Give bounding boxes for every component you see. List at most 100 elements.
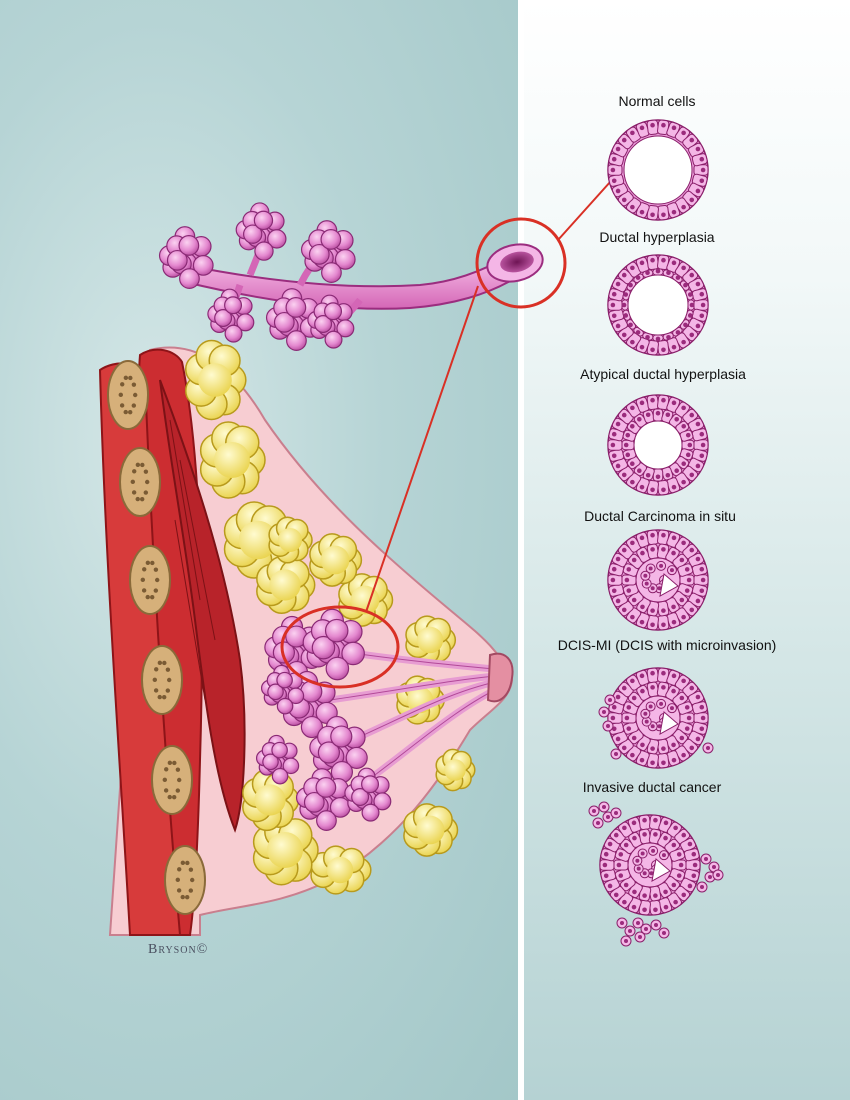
- cell: [642, 409, 655, 424]
- lobule: [235, 202, 287, 261]
- artist-credit: Bryson©: [148, 942, 209, 957]
- lobule: [295, 768, 351, 831]
- cell: [624, 925, 636, 937]
- cell: [637, 848, 648, 859]
- cell: [657, 394, 670, 411]
- stage-label-atypical: Atypical ductal hyperplasia: [580, 366, 746, 382]
- stage-label-hyperplasia: Ductal hyperplasia: [599, 229, 715, 245]
- cell: [646, 479, 659, 496]
- cell: [646, 119, 659, 136]
- cell: [656, 698, 667, 709]
- cell: [666, 477, 681, 494]
- cell: [627, 816, 642, 833]
- cell: [638, 828, 652, 845]
- cell: [708, 861, 720, 873]
- rib-bone: [151, 745, 193, 815]
- lobule: [260, 664, 305, 715]
- cell: [687, 299, 695, 311]
- stage-diagram-dcis: [607, 529, 709, 631]
- cell: [622, 289, 631, 301]
- cell: [632, 917, 644, 929]
- cell: [712, 869, 724, 881]
- cell: [611, 457, 628, 473]
- cell: [652, 334, 664, 342]
- cell: [657, 752, 670, 769]
- fat-lobe: [184, 339, 247, 421]
- cell: [599, 859, 615, 871]
- stage-label-invasive: Invasive ductal cancer: [582, 779, 722, 795]
- rib-bone: [129, 545, 171, 615]
- duct-lobules: [158, 202, 356, 351]
- cell: [592, 817, 604, 829]
- cell: [646, 600, 660, 617]
- cell: [650, 919, 662, 931]
- cell: [620, 935, 632, 947]
- fat-lobe: [252, 814, 319, 886]
- rib-bone: [107, 360, 149, 430]
- cell: [657, 204, 670, 221]
- fat-lobe: [256, 556, 316, 614]
- cell: [646, 667, 659, 684]
- lobule: [255, 734, 300, 785]
- fat-lobe: [435, 748, 476, 792]
- cell: [691, 153, 708, 167]
- cell: [636, 546, 651, 563]
- stage-diagram-normal: [607, 119, 709, 221]
- cell: [652, 268, 664, 276]
- fat-lobe: [403, 803, 459, 857]
- cell: [611, 592, 628, 608]
- stage-label-dcis: Ductal Carcinoma in situ: [584, 508, 736, 524]
- rib-bone: [141, 645, 183, 715]
- stage-diagram-atypical: [607, 394, 709, 496]
- fat-lobe: [309, 533, 363, 587]
- cell: [608, 173, 625, 187]
- cell: [626, 319, 637, 330]
- cell: [646, 529, 659, 546]
- cell: [602, 720, 614, 732]
- stage-label-normal: Normal cells: [618, 93, 696, 109]
- lobule: [307, 294, 355, 349]
- cell: [656, 560, 667, 571]
- cell: [648, 845, 659, 856]
- cell: [619, 838, 636, 855]
- lobule: [309, 715, 368, 784]
- cell: [598, 801, 610, 813]
- lobule: [302, 608, 365, 681]
- cell: [693, 574, 709, 586]
- lobule: [344, 767, 392, 822]
- cell: [604, 694, 616, 706]
- cell: [645, 563, 656, 574]
- cell: [598, 706, 610, 718]
- stage-diagram-hyperplasia: [607, 254, 709, 356]
- cell: [640, 570, 651, 581]
- cell: [632, 855, 643, 866]
- cell: [658, 850, 669, 861]
- cell: [666, 703, 677, 714]
- cell: [608, 153, 625, 167]
- cell: [642, 269, 654, 278]
- cell: [616, 917, 628, 929]
- cell: [646, 394, 659, 411]
- cell: [658, 927, 670, 939]
- cell: [634, 931, 646, 943]
- breast-highlight-circle: [280, 605, 400, 689]
- cell: [641, 716, 652, 727]
- cell: [677, 701, 694, 715]
- cell: [607, 164, 623, 176]
- connector-line-upper: [557, 180, 612, 241]
- rib-bone: [164, 845, 206, 915]
- cell: [685, 859, 701, 871]
- cell: [610, 748, 622, 760]
- cell: [621, 299, 629, 311]
- stage-diagram-dcis-mi: [598, 667, 714, 769]
- cell: [665, 735, 680, 752]
- lobule: [300, 220, 356, 283]
- cell: [611, 317, 628, 333]
- cell: [666, 750, 681, 767]
- cell: [607, 439, 623, 451]
- cell: [668, 462, 683, 477]
- cell: [657, 339, 670, 356]
- cell: [610, 807, 622, 819]
- cell: [607, 574, 623, 586]
- cell: [693, 712, 709, 724]
